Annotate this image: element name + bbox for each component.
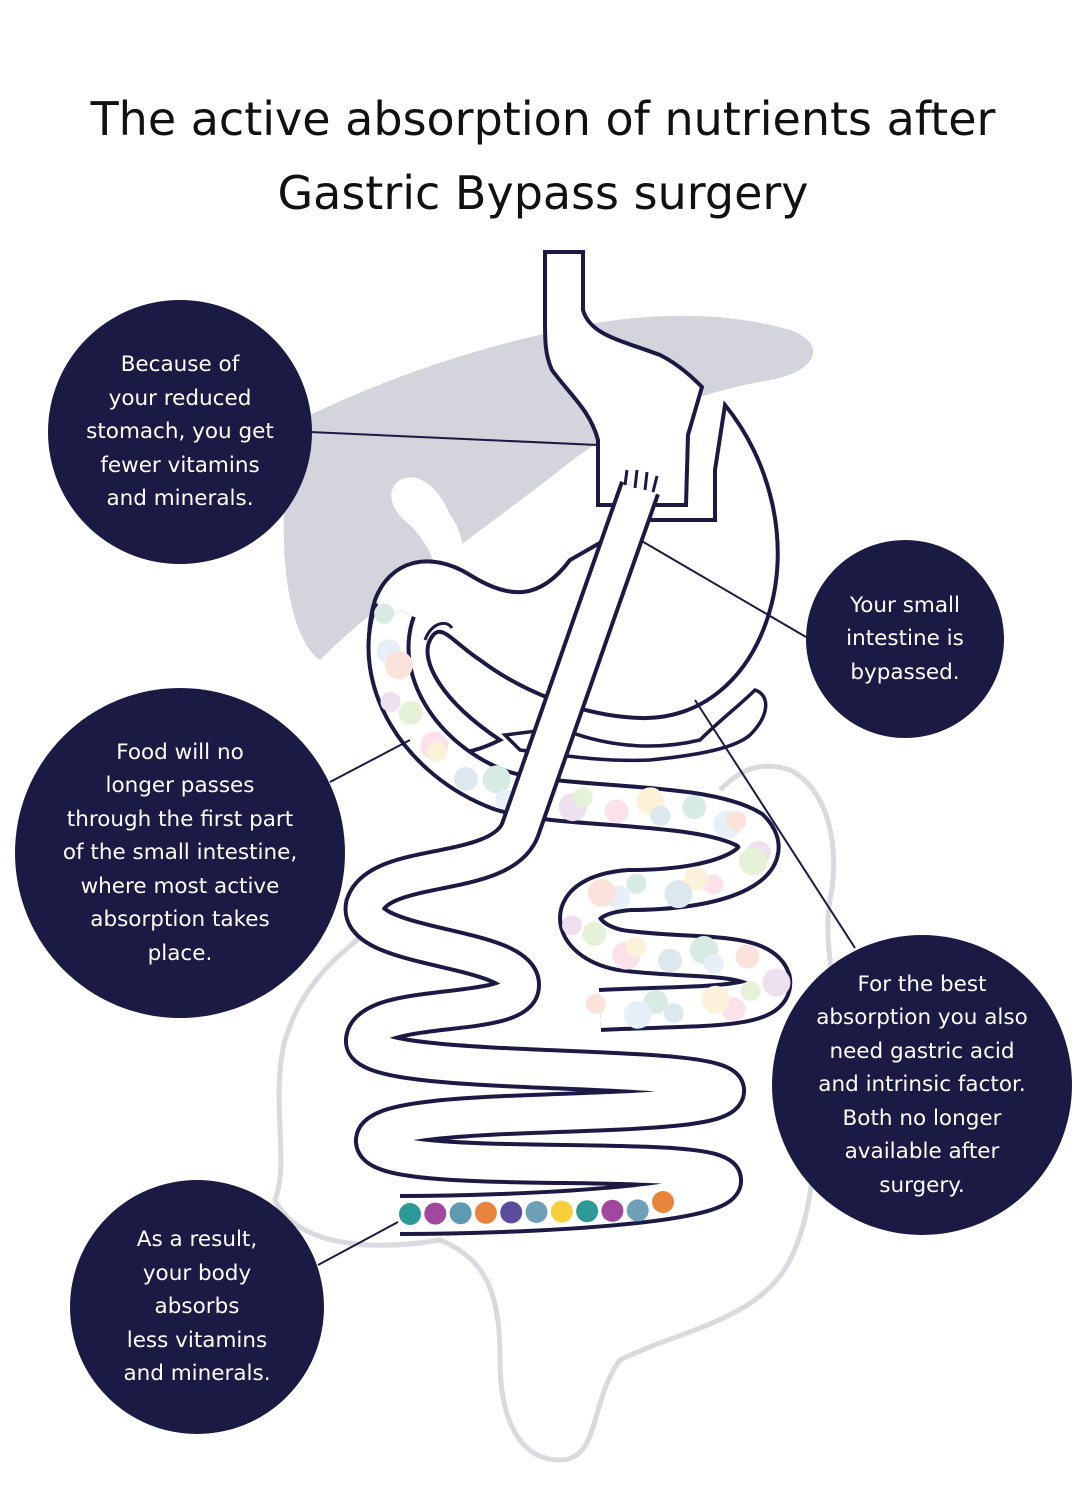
faint-nutrient-dot [562,915,583,936]
gastric-pouch [543,250,705,507]
faint-nutrient-dot [482,765,511,794]
callout-line: available after [844,1139,1000,1165]
bypassed-intestine [366,602,793,1032]
callout-line: Because of [120,352,240,378]
callout-line: absorption takes [90,907,270,933]
callout-line: For the best [857,971,987,997]
callout-line: Your small [849,592,960,618]
large-intestine [272,763,840,1463]
faint-nutrient-dot [658,948,683,973]
callout-line: fewer vitamins [100,452,260,478]
callout-text: For the best absorption you also need gast… [816,968,1028,1203]
faint-nutrient-dot [582,921,607,946]
callout-line: your body [142,1260,252,1286]
faint-nutrient-dot [453,767,478,792]
callout-line: surgery. [879,1172,965,1198]
page-title: The active absorption of nutrients after… [0,82,1086,230]
remnant-stomach [367,400,780,756]
callout-line: of the small intestine, [62,840,298,866]
faint-nutrient-dot [604,799,629,824]
faint-nutrient-dot [703,953,724,974]
nutrient-dot [525,1201,548,1223]
faint-nutrient-dot [374,603,395,624]
nutrient-dot [601,1199,624,1222]
faint-nutrient-dot [587,878,616,907]
staples [623,469,659,493]
callout-result: As a result, your body absorbs less vitamin… [70,1180,324,1434]
callout-connectors [309,431,856,1266]
faint-nutrient-dot [650,805,671,826]
faint-nutrient-dot [585,993,606,1014]
nutrient-dot [424,1202,447,1225]
faint-nutrient-dot [701,985,730,1014]
callout-line: absorption you also [816,1005,1028,1031]
callout-line: through the first part [66,806,294,832]
callout-text: Food will no longer passes through the fir… [63,736,297,971]
callout-line: Food will no [116,739,244,765]
faint-nutrient-dot [572,787,593,808]
callout-first-part: Food will no longer passes through the fir… [15,688,345,1018]
faint-nutrient-dot [762,968,791,997]
callout-line: intestine is [846,626,964,652]
faint-nutrient-dot [664,880,693,909]
callout-text: As a result, your body absorbs less vitamin… [123,1223,270,1391]
callout-gastric-acid: For the best absorption you also need gast… [772,935,1072,1235]
faint-nutrient-dot [738,847,767,876]
pylorus [423,621,454,641]
nutrient-dot [474,1201,497,1224]
nutrient-dot [449,1202,472,1225]
callout-line: and minerals. [123,1361,271,1387]
callout-line: and minerals. [106,486,254,512]
callout-line: and intrinsic factor. [818,1072,1026,1098]
faint-nutrient-dot [663,1002,684,1023]
faint-nutrient-dot [684,866,709,891]
faint-nutrient-dot [426,741,447,762]
callout-line: bypassed. [850,659,960,685]
faint-nutrient-dot [384,651,413,680]
alimentary-limb [343,469,746,1236]
faint-nutrient-dot [398,700,423,725]
callout-text: Your small intestine is bypassed. [846,589,964,690]
callout-line: Both no longer [842,1105,1002,1131]
faint-nutrient-dot [626,873,647,894]
faint-nutrient-dot [735,944,760,969]
callout-line: absorbs [154,1294,240,1320]
nutrient-dot [550,1200,573,1223]
title-line-1: The active absorption of nutrients after [90,92,996,146]
callout-line: less vitamins [126,1327,268,1353]
callout-line: stomach, you get [86,419,274,445]
nutrient-dot [576,1200,599,1223]
faint-nutrient-dot [703,874,724,895]
callout-reduced-stomach: Because of your reduced stomach, you get fe… [48,300,312,564]
callout-text: Because of your reduced stomach, you get fe… [86,348,274,516]
faint-nutrient-dot [726,810,747,831]
callout-line: As a result, [136,1227,258,1253]
callout-line: where most active [80,873,280,899]
callout-line: your reduced [108,385,252,411]
title-line-2: Gastric Bypass surgery [277,166,809,220]
callout-bypassed: Your small intestine is bypassed. [806,540,1004,738]
faint-nutrient-dot [740,981,761,1002]
nutrient-dot [500,1201,523,1224]
faint-nutrient-dot [623,1000,652,1029]
faint-nutrient-dot [380,691,401,712]
nutrient-dot [652,1191,674,1213]
faint-nutrient-dot [682,795,707,820]
callout-line: longer passes [105,773,255,799]
callout-line: place. [147,940,213,966]
nutrient-dot [626,1199,649,1222]
callout-line: need gastric acid [829,1038,1015,1064]
nutrient-dot [399,1203,421,1225]
faint-nutrient-dot [626,936,647,957]
